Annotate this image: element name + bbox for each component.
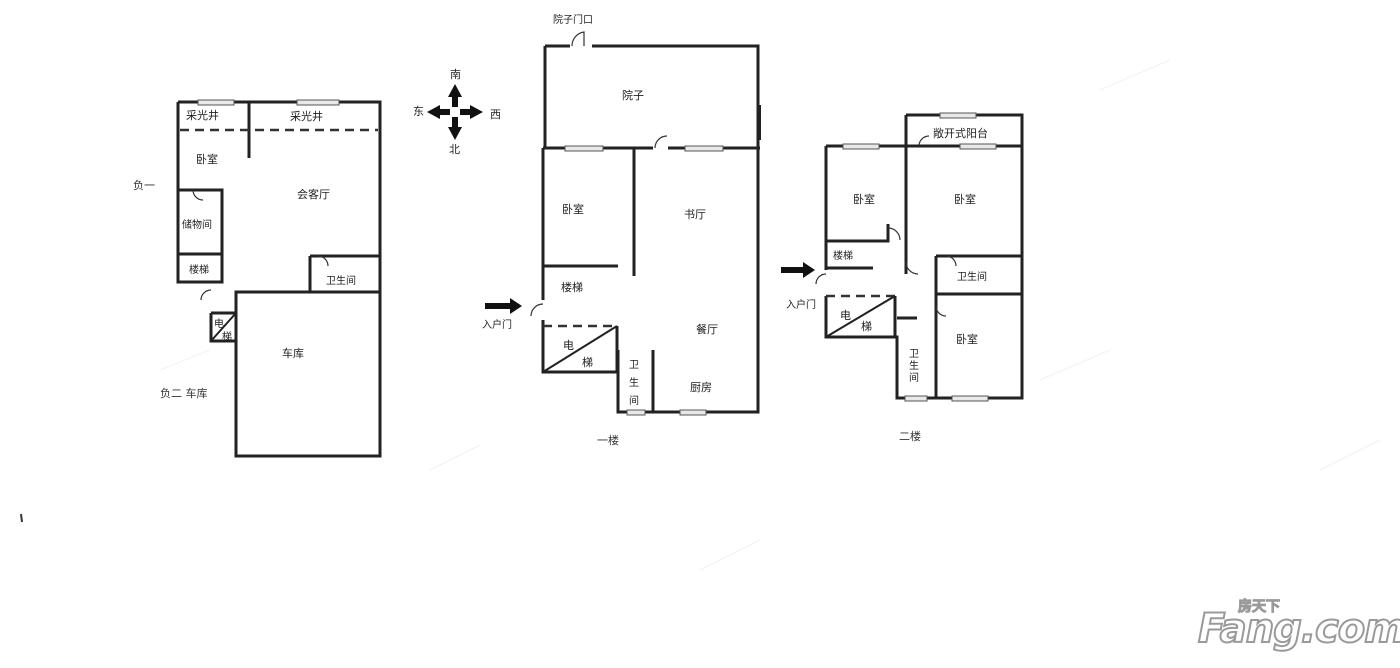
entrance-arrow-icon <box>485 298 522 314</box>
floor-b1-caption: 负二 车库 <box>160 386 208 400</box>
room-elevator-1: 电 <box>214 317 224 330</box>
room-bedroom-2f-3: 卧室 <box>956 332 978 346</box>
room-elevator-1f-2: 梯 <box>582 356 593 369</box>
room-elevator-1f-1: 电 <box>563 339 574 352</box>
room-elevator-2f-1: 电 <box>840 309 851 322</box>
room-storage: 储物间 <box>182 218 212 231</box>
courtyard-door-label: 院子门口 <box>553 13 593 26</box>
floor-2-plan: 敞开式阳台 卧室 卧室 楼梯 卫生间 入户门 电 梯 卫 生 间 卧室 二楼 <box>781 112 1024 443</box>
room-balcony: 敞开式阳台 <box>933 126 988 140</box>
room-elevator-2f-2: 梯 <box>861 320 872 333</box>
room-living: 会客厅 <box>297 187 330 201</box>
room-bedroom-2f-1: 卧室 <box>853 192 875 206</box>
room-stairs: 楼梯 <box>189 263 209 276</box>
room-lightwell-2: 采光井 <box>290 109 323 123</box>
room-kitchen: 厨房 <box>690 381 712 394</box>
room-bedroom: 卧室 <box>196 152 218 166</box>
stray-mark <box>20 513 23 523</box>
room-bath-1f-3: 间 <box>629 394 639 407</box>
room-bedroom-2f-2: 卧室 <box>954 192 976 206</box>
floor-1-plan: 院子门口 院子 卧室 书厅 楼梯 入户门 电 梯 餐厅 卫 <box>482 13 761 447</box>
compass-west: 西 <box>490 108 501 121</box>
compass-arrows-icon <box>427 84 483 140</box>
room-bath-2f-3: 间 <box>909 371 919 384</box>
floor-b1-level-label: 负一 <box>133 178 155 192</box>
fang-logo: 房天下 Fang.com <box>1197 596 1400 658</box>
room-garage: 车库 <box>282 346 304 360</box>
watermark <box>159 59 1381 571</box>
room-bathroom: 卫生间 <box>326 274 356 287</box>
room-lightwell-1: 采光井 <box>186 108 219 122</box>
room-courtyard: 院子 <box>622 88 644 102</box>
entrance-arrow-icon-2f <box>781 262 815 278</box>
entrance-label-1f: 入户门 <box>482 318 512 331</box>
fang-logo-text: Fang.com <box>1197 605 1400 653</box>
room-dining: 餐厅 <box>696 322 718 336</box>
room-bedroom-1f: 卧室 <box>562 202 584 216</box>
entrance-label-2f: 入户门 <box>786 298 816 311</box>
room-bath-1f-2: 生 <box>629 376 639 389</box>
room-bath-2f-1: 卫 <box>909 349 919 360</box>
room-elevator-2: 梯 <box>222 330 232 343</box>
room-bathroom-2f: 卫生间 <box>957 270 987 283</box>
room-bath-1f-1: 卫 <box>629 360 639 371</box>
compass-north: 北 <box>449 143 460 156</box>
compass-rose: 南 北 东 西 <box>413 68 501 156</box>
fang-logo-cn: 房天下 <box>1238 599 1281 616</box>
room-bath-2f-2: 生 <box>909 359 919 372</box>
floor-1-caption: 一楼 <box>597 433 619 447</box>
floor-b1-plan: 负一 采光井 采光井 卧室 会客厅 储物间 楼梯 卫生间 电 梯 车库 负二 车… <box>133 99 382 458</box>
compass-east: 东 <box>413 105 424 118</box>
room-stairs-2f: 楼梯 <box>833 249 853 262</box>
floor-2-caption: 二楼 <box>899 429 921 443</box>
compass-south: 南 <box>450 68 461 81</box>
room-stairs-1f: 楼梯 <box>561 280 583 294</box>
room-study: 书厅 <box>684 208 706 221</box>
